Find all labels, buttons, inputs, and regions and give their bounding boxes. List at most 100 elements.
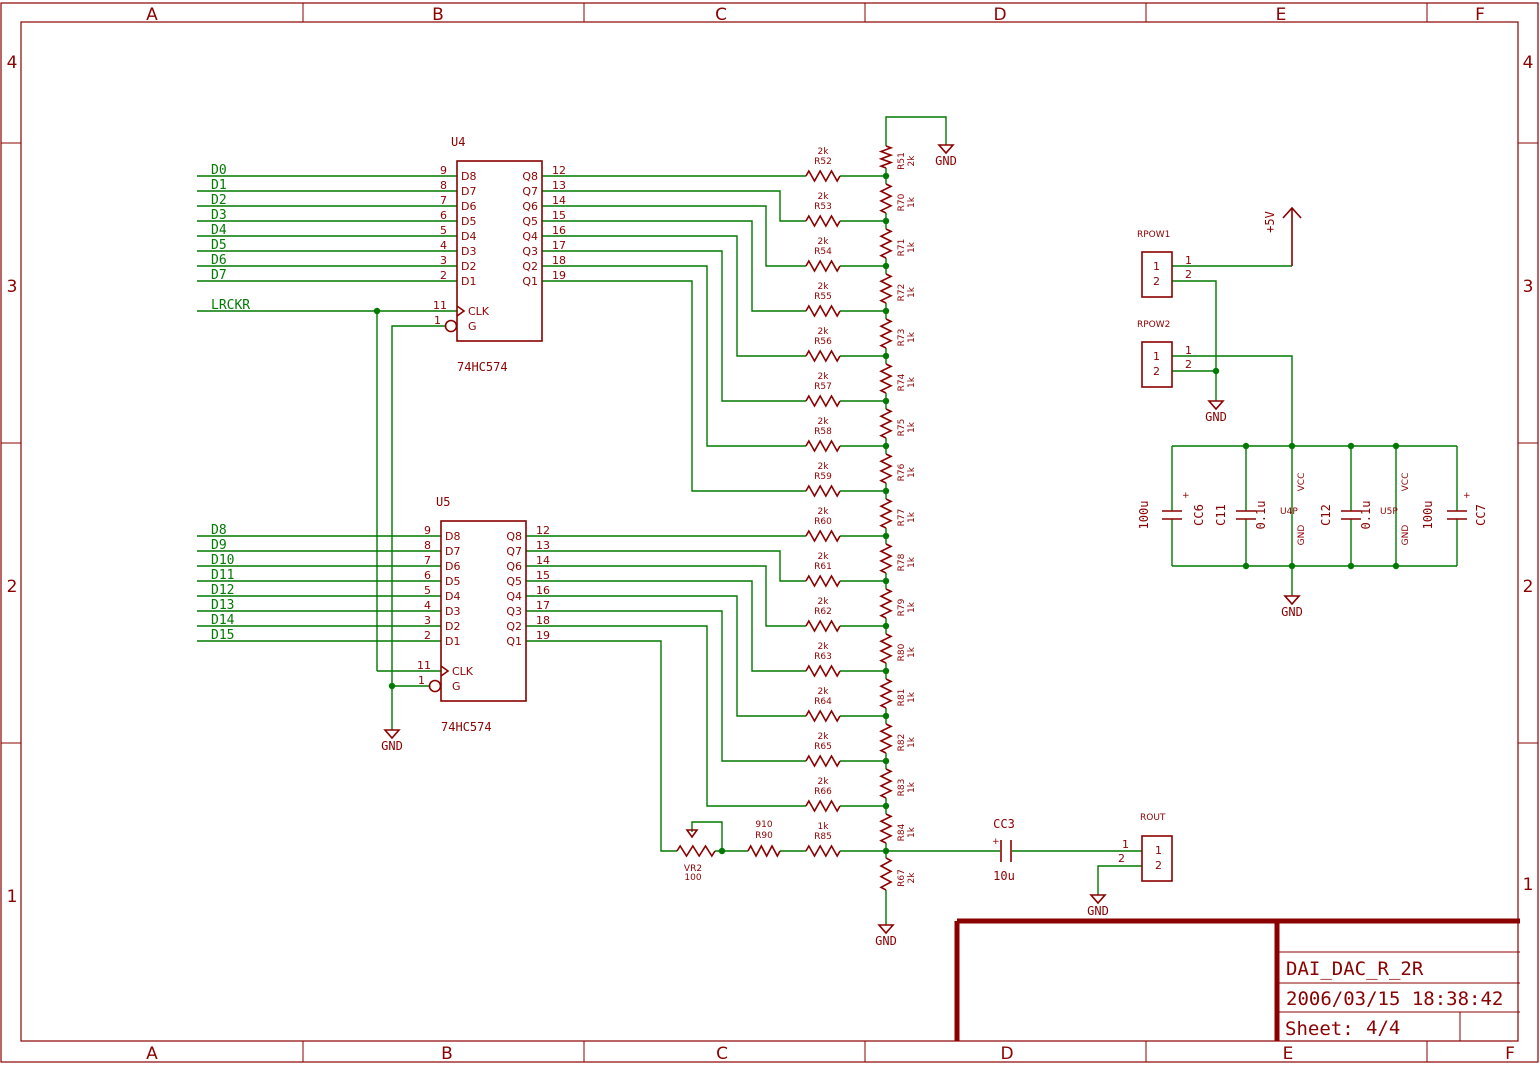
resistor-ref: R66 [814,787,832,797]
input-net-D11: D11 [211,568,234,583]
junction-dot [882,352,890,360]
pin-number: 1 [1185,254,1192,267]
output-wire [526,625,806,807]
column-label-E-bottom: E [1283,1044,1294,1064]
pin-number: 4 [424,599,431,612]
pin-name: D5 [461,215,476,228]
row-label-2: 2 [7,577,18,597]
pin-number: 11 [433,299,447,312]
resistor-value: 1k [907,466,917,478]
polarity-mark: + [1182,491,1190,501]
pin-number: 17 [552,239,566,252]
resistor-ref: R81 [897,689,907,707]
gnd-icon [1207,400,1225,411]
pin-name: Q2 [522,260,538,273]
inversion-bubble [428,679,442,693]
pin-number: 5 [440,224,447,237]
pin-number: 1 [418,674,425,687]
pin-name: G [452,680,461,693]
row-label-2-right: 2 [1523,577,1534,597]
resistor-R60 [805,529,841,543]
pin-number: 9 [424,524,431,537]
supply-label: +5V [1263,211,1277,233]
output-wire [542,190,806,222]
junction-dot [882,442,890,450]
junction-dot [882,487,890,495]
connector-pin: 1 [1153,260,1160,273]
wiper-arrow-icon [685,829,699,839]
input-net-D9: D9 [211,538,227,553]
resistor-R70 [879,183,893,214]
pin-name: D8 [445,530,460,543]
resistor-value: 2k [818,642,830,652]
junction-dot [1347,442,1355,450]
resistor-R55 [805,304,841,318]
pin-number: 2 [1118,852,1125,865]
connector-RPOW2 [1141,341,1173,388]
pin-name: Q3 [522,245,538,258]
resistor-ref: R62 [814,607,832,617]
pin-number: 1 [1185,344,1192,357]
output-wire [526,580,806,672]
resistor-ref: R85 [814,832,832,842]
pin-number: 6 [440,209,447,222]
pin-number: 17 [536,599,550,612]
pin-number: 2 [1185,268,1192,281]
pin-name: Q3 [506,605,522,618]
pin-name: D6 [461,200,476,213]
resistor-R66 [805,799,841,813]
junction-dot [718,847,726,855]
input-net-D8: D8 [211,523,227,538]
resistor-value: 910 [755,820,772,830]
gnd-label: GND [1087,904,1109,918]
resistor-value: 1k [907,421,917,433]
resistor-ref: R82 [897,734,907,752]
pin-name: Q7 [522,185,538,198]
column-label-B: B [432,5,444,25]
pin-name: D1 [461,275,476,288]
resistor-R52 [805,169,841,183]
resistor-ref: R70 [897,193,907,211]
resistor-value: 2k [818,147,830,157]
gnd-label: GND [1281,605,1303,619]
row-label-4: 4 [7,53,18,73]
chip-ref: U5 [436,495,450,509]
pin-number: 7 [440,194,447,207]
input-net-D13: D13 [211,598,234,613]
gnd-icon [1089,894,1107,905]
g-wire [391,325,446,686]
junction-dot [1392,562,1400,570]
resistor-ref: R63 [814,652,832,662]
resistor-ref: R79 [897,598,907,616]
pin-name: Q4 [506,590,522,603]
resistor-ref: R57 [814,382,832,392]
resistor-R85 [805,844,841,858]
wiper-wire [691,821,723,851]
output-wire [542,220,806,312]
pwr-pin-name: GND [1297,525,1307,546]
input-net-D3: D3 [211,208,227,223]
chip-type: 74HC574 [441,720,492,734]
junction-dot [388,682,396,690]
pwr-pin-name: VCC [1401,473,1411,492]
pin-name: D3 [461,245,476,258]
resistor-value: 2k [818,327,830,337]
column-label-A-bottom: A [146,1044,158,1064]
pin-number: 2 [440,269,447,282]
polarity-mark: + [992,837,1000,847]
junction-dot [882,172,890,180]
pin-number: 19 [552,269,566,282]
power-wire [1172,280,1217,371]
resistor-R76 [879,453,893,484]
resistor-value: 2k [818,732,830,742]
pin-name: D7 [461,185,476,198]
resistor-R59 [805,484,841,498]
pin-number: 2 [1185,358,1192,371]
resistor-value: 2k [907,872,917,884]
pin-name: Q6 [506,560,522,573]
cap-ref: CC6 [1192,504,1206,526]
row-label-1: 1 [7,887,18,907]
connector-pin: 2 [1153,275,1160,288]
